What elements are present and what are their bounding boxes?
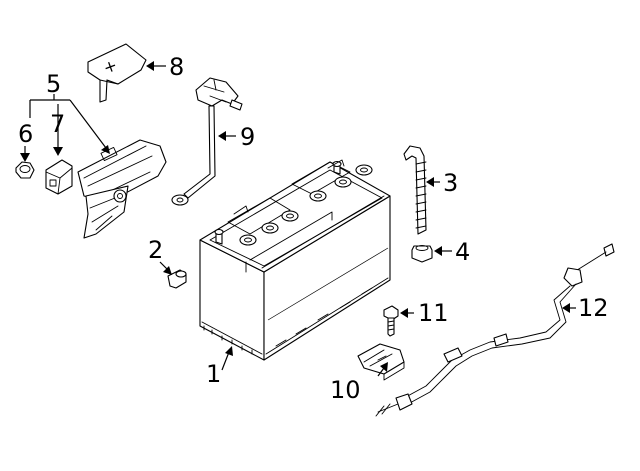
terminal-cover-part-8[interactable]: + bbox=[87, 43, 147, 103]
callout-4: 4 bbox=[455, 238, 470, 266]
callout-9: 9 bbox=[240, 123, 255, 151]
callout-8: 8 bbox=[169, 53, 184, 81]
cable-part-9[interactable] bbox=[171, 77, 243, 206]
callout-10: 10 bbox=[330, 376, 361, 404]
junction-block-part-5[interactable] bbox=[77, 139, 167, 239]
callout-12: 12 bbox=[578, 294, 609, 322]
battery-part-1[interactable] bbox=[199, 159, 391, 361]
callout-labels: 1 2 3 4 5 6 7 8 9 10 11 12 bbox=[18, 53, 609, 404]
vent-plug-part-4[interactable] bbox=[411, 245, 433, 263]
callout-6: 6 bbox=[18, 120, 33, 148]
plug-part-2[interactable] bbox=[167, 269, 187, 289]
nut-part-6[interactable] bbox=[15, 161, 35, 179]
leader-lines bbox=[20, 61, 576, 377]
bracket-part-10[interactable] bbox=[357, 343, 405, 381]
callout-1: 1 bbox=[206, 360, 221, 388]
bolt-part-11[interactable] bbox=[383, 305, 399, 337]
cover-plus-symbol: + bbox=[101, 55, 120, 77]
callout-7: 7 bbox=[50, 110, 65, 138]
sensor-cable-part-12[interactable] bbox=[375, 243, 615, 417]
callout-2: 2 bbox=[148, 236, 163, 264]
callout-11: 11 bbox=[418, 299, 449, 327]
vent-hose-part-3[interactable] bbox=[403, 145, 427, 235]
callout-3: 3 bbox=[443, 169, 458, 197]
callout-5: 5 bbox=[46, 70, 61, 98]
fuse-module-part-7[interactable] bbox=[45, 159, 73, 195]
